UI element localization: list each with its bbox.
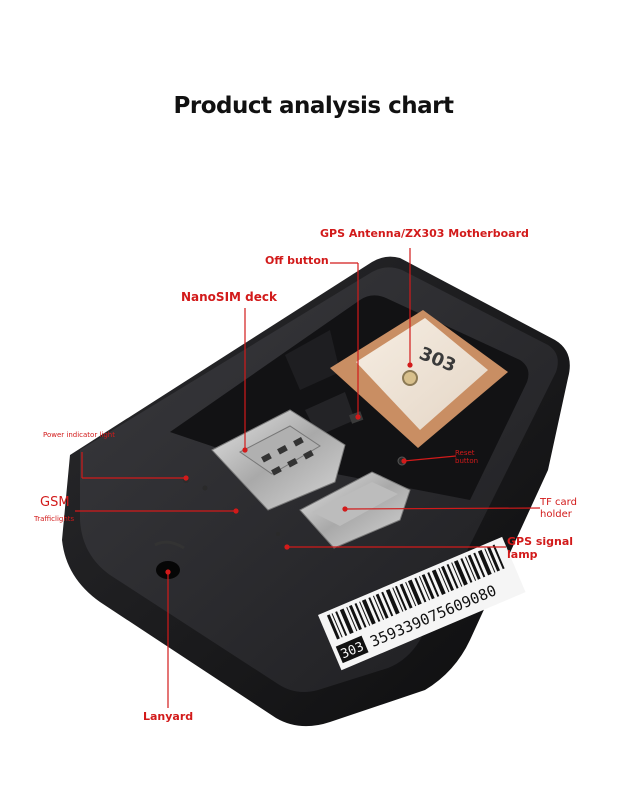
- label-tf-card-holder: TF card holder: [540, 497, 577, 520]
- label-gps-antenna: GPS Antenna/ZX303 Motherboard: [320, 227, 529, 240]
- label-gsm-trafficlights: Trafficlights: [34, 515, 75, 523]
- label-gps-signal-lamp: GPS signal lamp: [507, 535, 574, 561]
- label-gsm: GSM: [40, 495, 70, 510]
- barcode-bars: [326, 544, 505, 640]
- label-reset-button: Reset button: [455, 449, 479, 466]
- label-off-button: Off button: [265, 254, 329, 267]
- label-nanosim-deck: NanoSIM deck: [181, 290, 277, 304]
- antenna-pin: [402, 370, 418, 386]
- antenna-patch: [356, 318, 488, 430]
- label-lanyard: Lanyard: [143, 710, 194, 723]
- page-title: Product analysis chart: [173, 93, 454, 119]
- label-power-indicator: Power indicator light: [43, 431, 115, 439]
- leader-lines: [75, 248, 541, 708]
